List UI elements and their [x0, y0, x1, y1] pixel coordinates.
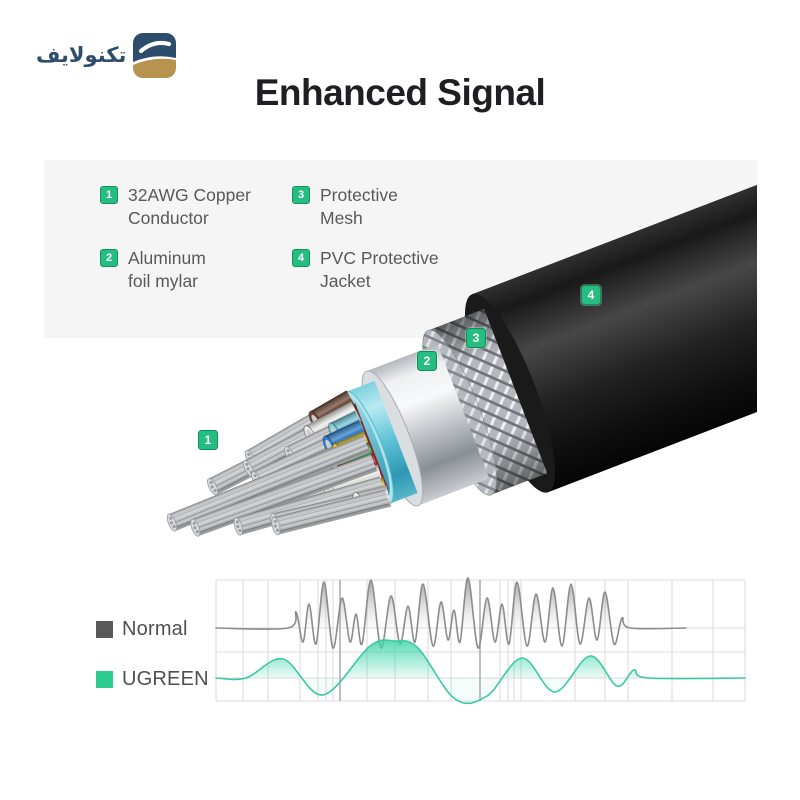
- callout-label: Protective Mesh: [320, 185, 398, 228]
- callout-label: PVC Protective Jacket: [320, 248, 439, 291]
- cable-foil: [366, 343, 490, 506]
- waveform-chart: [215, 577, 746, 705]
- ugreen-swatch: [96, 671, 113, 688]
- brand-logo-icon: [133, 33, 177, 78]
- cable-marker-4: 4: [581, 285, 601, 305]
- callout-protective-mesh: 3 Protective Mesh: [292, 184, 398, 230]
- cable-marker-1: 1: [198, 430, 218, 450]
- normal-swatch: [96, 621, 113, 638]
- callout-pvc-jacket: 4 PVC Protective Jacket: [292, 247, 439, 293]
- brand-logo-text: تكنولايف: [36, 43, 127, 67]
- cable-marker-2: 2: [417, 351, 437, 371]
- ugreen-label: UGREEN: [122, 668, 209, 690]
- callout-label: 32AWG Copper Conductor: [128, 185, 251, 228]
- callout-badge-1: 1: [100, 186, 118, 204]
- cable-cutaway: [166, 158, 757, 537]
- callout-badge-3: 3: [292, 186, 310, 204]
- callout-label: Aluminum foil mylar: [128, 248, 206, 291]
- callout-copper-conductor: 1 32AWG Copper Conductor: [100, 184, 251, 230]
- page-title: Enhanced Signal: [254, 72, 546, 113]
- normal-label: Normal: [122, 618, 188, 640]
- cable-jacket: [472, 158, 757, 493]
- legend-ugreen: UGREEN: [96, 668, 209, 691]
- legend-normal: Normal: [96, 618, 188, 641]
- cable-marker-3: 3: [466, 328, 486, 348]
- brand-logo: تكنولايف: [36, 32, 177, 79]
- callout-badge-4: 4: [292, 249, 310, 267]
- callout-aluminum-foil: 2 Aluminum foil mylar: [100, 247, 206, 293]
- callout-badge-2: 2: [100, 249, 118, 267]
- cable-wires: [166, 390, 392, 537]
